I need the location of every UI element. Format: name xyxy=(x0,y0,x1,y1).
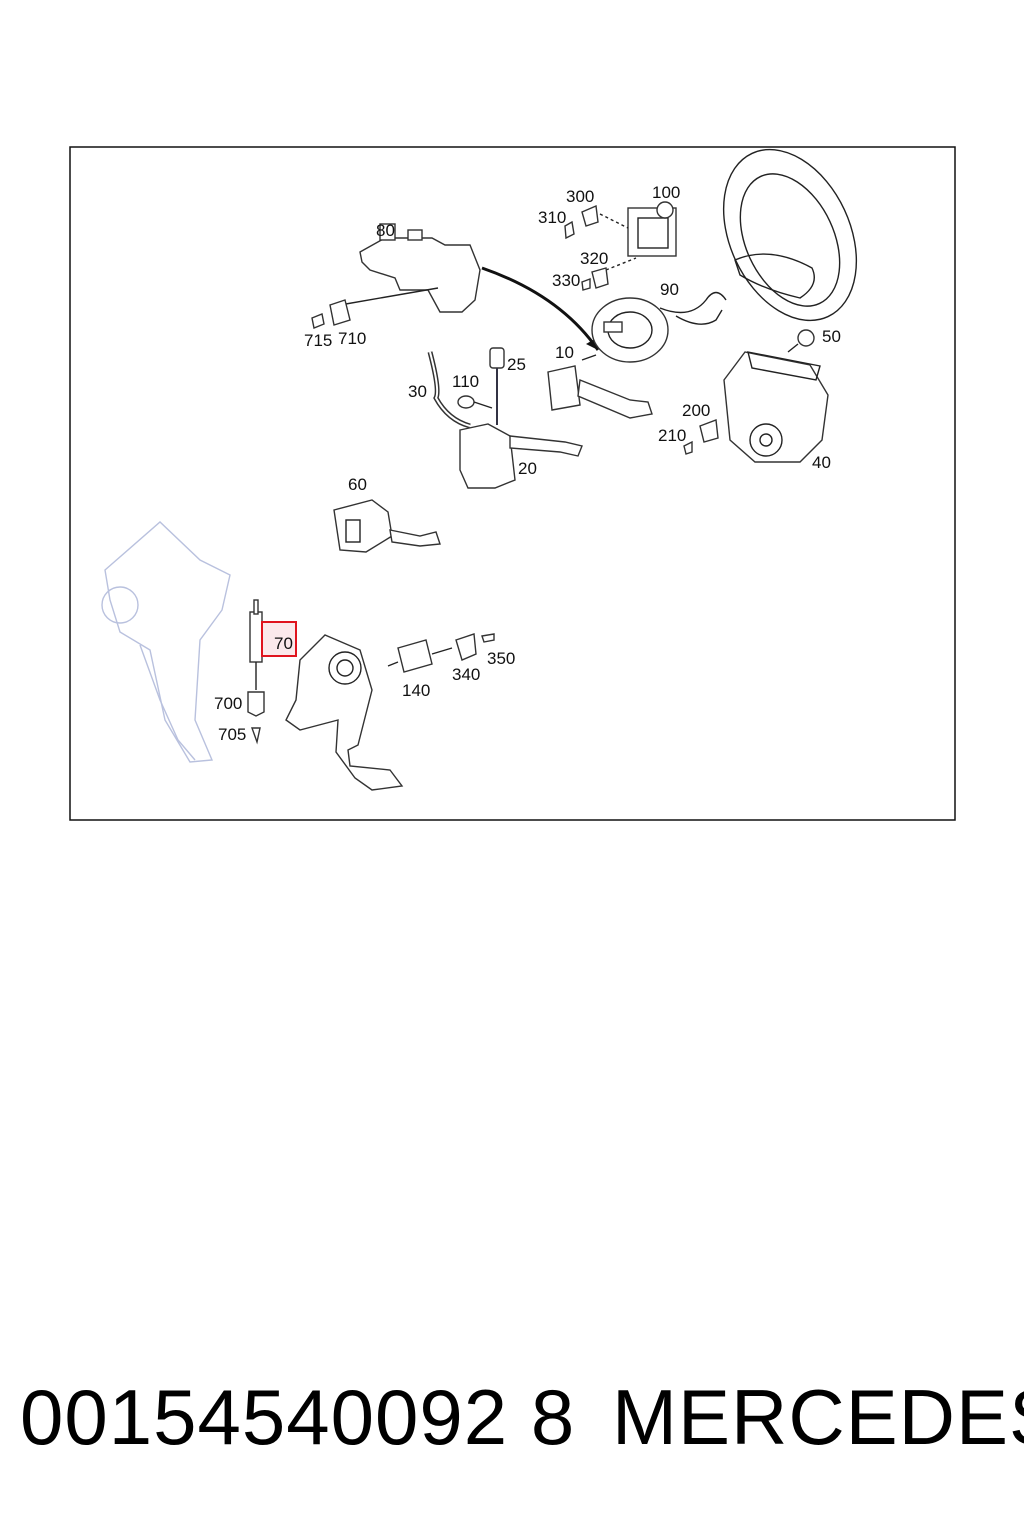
part-25-bolt xyxy=(489,347,505,425)
callout-60: 60 xyxy=(348,475,367,494)
part-140-sensor xyxy=(387,639,453,673)
callout-20: 20 xyxy=(518,459,537,478)
part-700 xyxy=(247,691,265,717)
callout-330: 330 xyxy=(552,271,580,290)
callout-25: 25 xyxy=(507,355,526,374)
part-20-switch xyxy=(459,423,583,489)
brake-pedal xyxy=(285,634,404,791)
part-300 xyxy=(581,204,599,227)
part-710-clip xyxy=(311,299,351,329)
part-10-combination-switch xyxy=(547,365,653,419)
callout-70-highlight xyxy=(261,621,297,657)
callout-70: 70 xyxy=(274,634,293,653)
part-350 xyxy=(481,633,495,643)
callout-140: 140 xyxy=(402,681,430,700)
callout-350: 350 xyxy=(487,649,515,668)
part-340 xyxy=(455,633,477,661)
callout-210: 210 xyxy=(658,426,686,445)
pedal-assembly-outline xyxy=(101,521,231,763)
callout-50: 50 xyxy=(822,327,841,346)
footer: 00154540092 8 MERCEDES xyxy=(0,1372,1024,1472)
steering-wheel xyxy=(722,148,858,322)
callout-320: 320 xyxy=(580,249,608,268)
callout-110: 110 xyxy=(452,372,479,391)
assembly-arrow xyxy=(481,266,600,351)
part-40-light-switch xyxy=(723,351,829,463)
callout-10: 10 xyxy=(555,343,574,362)
callout-90: 90 xyxy=(660,280,679,299)
part-320 xyxy=(591,267,609,289)
part-60-switch xyxy=(333,499,441,553)
part-210 xyxy=(683,440,693,455)
callout-300: 300 xyxy=(566,187,594,206)
part-330 xyxy=(581,277,591,291)
part-310 xyxy=(564,220,575,240)
callout-715: 715 xyxy=(304,331,332,350)
brand-name: MERCEDES xyxy=(612,1373,1024,1461)
callout-80: 80 xyxy=(376,221,395,240)
callout-labels: 80 715 710 300 310 100 320 330 90 10 25 … xyxy=(214,183,841,744)
part-110-sensor xyxy=(457,395,493,409)
callout-340: 340 xyxy=(452,665,480,684)
callout-310: 310 xyxy=(538,208,566,227)
part-100-module xyxy=(627,201,677,257)
callout-100: 100 xyxy=(652,183,680,202)
part-number: 00154540092 8 xyxy=(20,1373,576,1461)
callout-705: 705 xyxy=(218,725,246,744)
part-705 xyxy=(251,727,261,745)
part-200 xyxy=(699,419,719,443)
callout-40: 40 xyxy=(812,453,831,472)
part-90-clockspring xyxy=(591,291,727,363)
callout-710: 710 xyxy=(338,329,366,348)
callout-700: 700 xyxy=(214,694,242,713)
part-50-screw xyxy=(787,329,815,353)
part-80-bracket xyxy=(339,223,481,313)
callout-30: 30 xyxy=(408,382,427,401)
callout-200: 200 xyxy=(682,401,710,420)
diagram-frame xyxy=(69,146,956,821)
